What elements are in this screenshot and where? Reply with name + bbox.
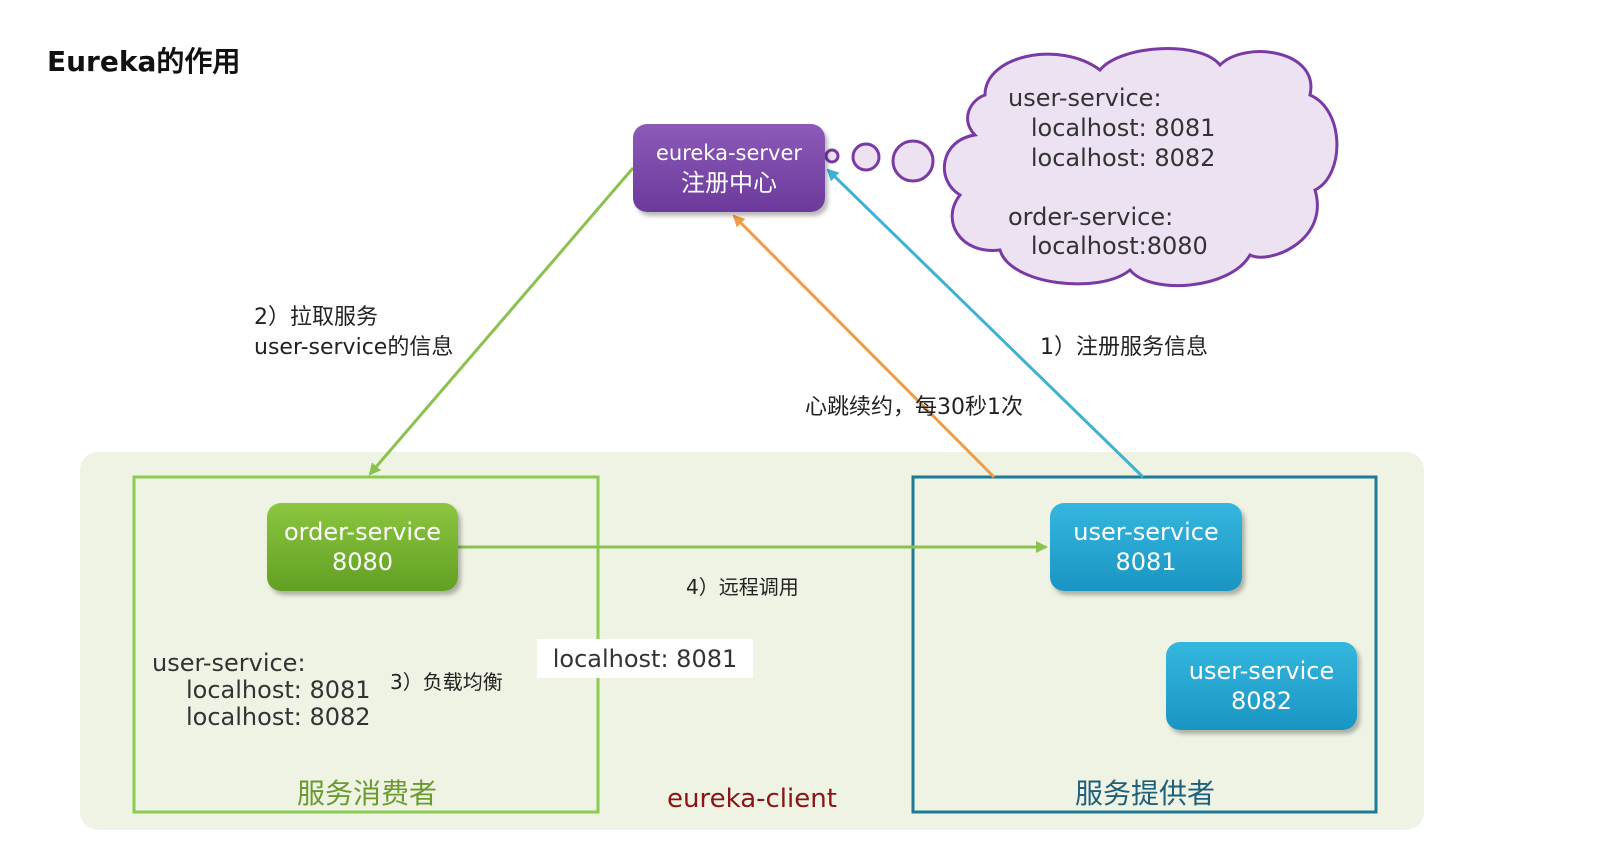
load-balance-label: 3）负载均衡 bbox=[390, 670, 503, 694]
registry-cloud-line-1: user-service: bbox=[1008, 84, 1162, 112]
thought-bubble-large bbox=[891, 139, 935, 183]
consumer-list-item: localhost: 8082 bbox=[186, 703, 371, 731]
registry-cloud-line-6: localhost:8080 bbox=[1008, 232, 1208, 260]
consumer-group-label: 服务消费者 bbox=[297, 777, 438, 810]
eureka-server-box: eureka-server 注册中心 bbox=[633, 124, 825, 212]
user-service-8081-box: user-service 8081 bbox=[1050, 503, 1242, 591]
user-service-name: user-service bbox=[1073, 518, 1219, 546]
registry-cloud-line-2: localhost: 8081 bbox=[1008, 114, 1216, 142]
registry-cloud-line-5: order-service: bbox=[1008, 203, 1174, 231]
consumer-list-header: user-service: bbox=[152, 649, 306, 677]
order-service-box: order-service 8080 bbox=[267, 503, 458, 591]
pull-label-line-1: 2）拉取服务 bbox=[254, 305, 378, 330]
thought-bubble-small bbox=[824, 148, 840, 164]
provider-group-label: 服务提供者 bbox=[1075, 777, 1216, 810]
remote-call-label: 4）远程调用 bbox=[686, 575, 799, 599]
user-service-port: 8081 bbox=[1115, 548, 1177, 576]
selected-instance-box: localhost: 8081 bbox=[537, 639, 753, 678]
heartbeat-label: 心跳续约，每30秒1次 bbox=[805, 395, 1023, 420]
registry-cloud-shape bbox=[943, 47, 1339, 288]
page-title: Eureka的作用 bbox=[47, 45, 241, 78]
consumer-cached-list: user-service: localhost: 8081 localhost:… bbox=[152, 650, 371, 731]
register-arrow bbox=[826, 168, 1145, 479]
pull-label-line-2: user-service的信息 bbox=[254, 335, 454, 360]
user-service-name: user-service bbox=[1188, 657, 1335, 685]
user-service-8082-box: user-service 8082 bbox=[1166, 642, 1357, 730]
eureka-server-subtitle: 注册中心 bbox=[681, 169, 777, 197]
registry-cloud-line-3: localhost: 8082 bbox=[1008, 144, 1216, 172]
pull-arrow bbox=[368, 167, 635, 476]
heartbeat-arrow bbox=[732, 214, 996, 479]
register-label: 1）注册服务信息 bbox=[1040, 335, 1208, 360]
consumer-list-item: localhost: 8081 bbox=[186, 676, 371, 704]
provider-group-frame bbox=[911, 475, 1378, 814]
thought-bubble-medium bbox=[851, 142, 881, 172]
order-service-name: order-service bbox=[283, 518, 442, 546]
order-service-port: 8080 bbox=[331, 548, 394, 576]
eureka-server-name: eureka-server bbox=[655, 141, 803, 165]
eureka-client-label: eureka-client bbox=[667, 784, 837, 814]
user-service-port: 8082 bbox=[1230, 687, 1293, 715]
